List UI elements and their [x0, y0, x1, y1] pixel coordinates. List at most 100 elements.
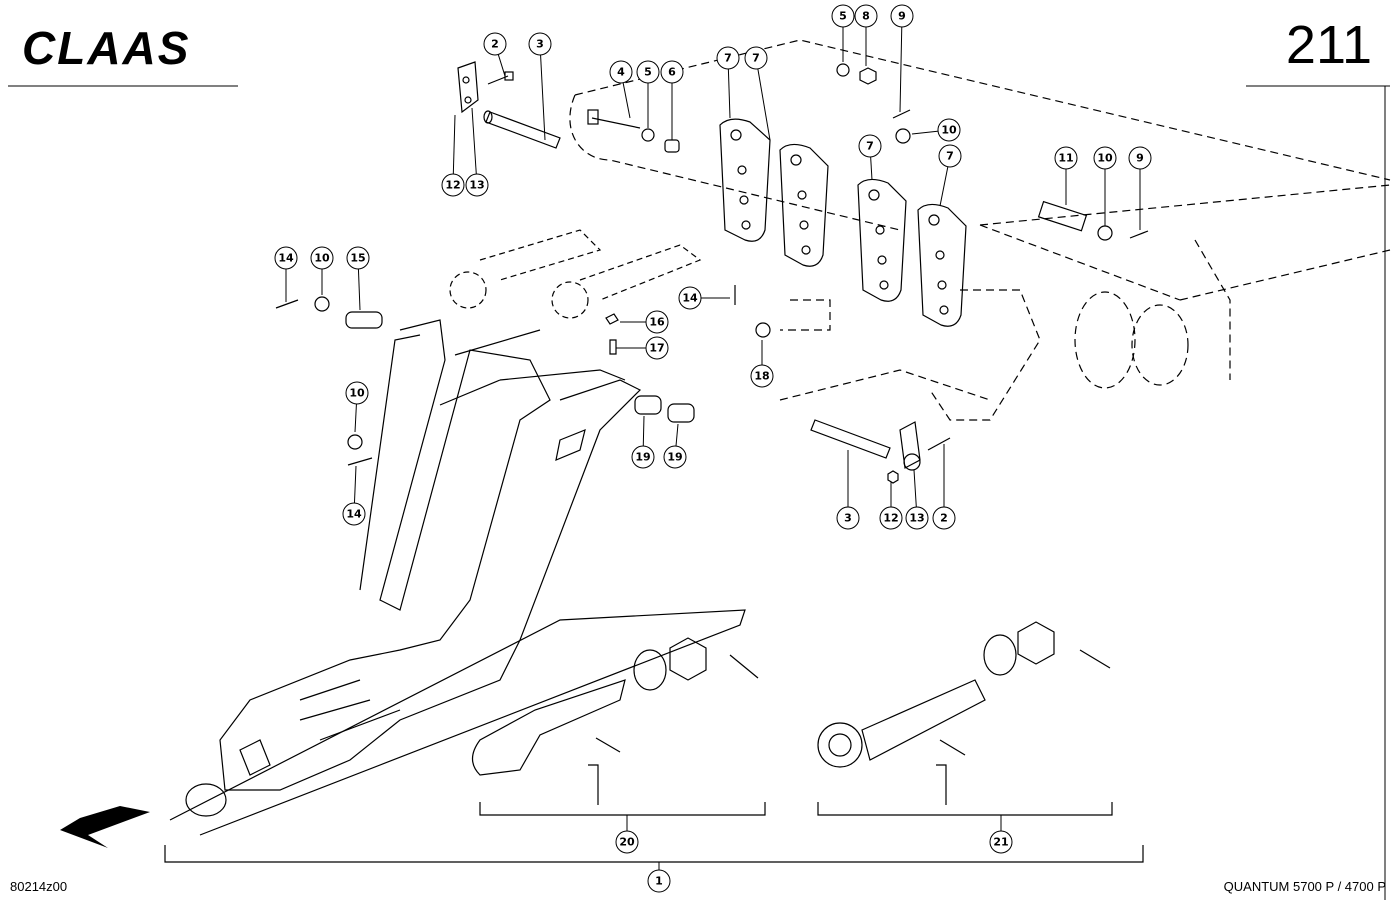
callout-bubble: [831, 4, 855, 28]
callout-13: 13: [905, 469, 929, 530]
callout-19: 19: [631, 415, 655, 469]
callout-10: 10: [1093, 146, 1117, 226]
callout-3: 3: [836, 450, 860, 530]
callout-15: 15: [346, 246, 370, 311]
callout-bubble: [645, 336, 669, 360]
callout-7: 7: [938, 144, 962, 207]
upper-bolt: [487, 71, 514, 85]
callout-bubble: [647, 869, 671, 893]
callout-number: 16: [649, 316, 665, 329]
callout-number: 21: [993, 836, 1008, 849]
callout-number: 12: [445, 179, 460, 192]
callout-bubble: [989, 830, 1013, 854]
callout-bubble: [274, 246, 298, 270]
callout-10: 10: [345, 381, 369, 433]
callout-number: 3: [536, 38, 544, 51]
upper-bracket: [457, 61, 479, 114]
callout-bubble: [932, 506, 956, 530]
callout-number: 4: [617, 66, 625, 79]
callout-bubble: [663, 445, 687, 469]
nut-top: [859, 67, 877, 85]
callout-number: 12: [883, 512, 898, 525]
callout-bubble: [310, 246, 334, 270]
callout-12: 12: [441, 114, 465, 197]
lower-pin: [810, 419, 891, 459]
callout-bubble: [441, 173, 465, 197]
callout-number: 7: [946, 150, 954, 163]
callout-number: 19: [635, 451, 650, 464]
callout-2: 2: [483, 32, 507, 77]
callout-bubble: [937, 118, 961, 142]
callout-bubble: [528, 32, 552, 56]
drawbar-eye: [185, 783, 227, 817]
lower-nut: [887, 470, 899, 484]
callout-number: 11: [1058, 152, 1073, 165]
callout-number: 14: [682, 292, 698, 305]
callout-14: 14: [342, 465, 366, 526]
callout-bubble: [483, 32, 507, 56]
callout-16: 16: [620, 310, 669, 334]
leader-line: [899, 15, 903, 113]
callout-8: 8: [854, 4, 878, 66]
callout-number: 7: [724, 52, 732, 65]
callout-bubble: [342, 502, 366, 526]
leader-line: [471, 107, 478, 186]
callout-number: 7: [752, 52, 760, 65]
lower-bolt: [927, 437, 951, 451]
callout-bubble: [1128, 146, 1152, 170]
ball-hitch-assembly: [169, 609, 766, 836]
callout-14: 14: [274, 246, 298, 302]
callout-bubble: [938, 144, 962, 168]
link-plate: [917, 203, 967, 327]
assembly-1-bracket: [164, 845, 1144, 863]
callout-number: 9: [1136, 152, 1144, 165]
callout-4: 4: [609, 60, 633, 119]
callout-number: 14: [346, 508, 362, 521]
grease-nipple: [605, 313, 619, 355]
callout-bubble: [660, 60, 684, 84]
callout-number: 17: [649, 342, 664, 355]
callout-bubble: [890, 4, 914, 28]
split-pin-left-lower: [347, 457, 373, 466]
washer-18: [755, 322, 771, 338]
callout-bubble: [636, 60, 660, 84]
callout-bubble: [346, 246, 370, 270]
callout-number: 15: [350, 252, 365, 265]
callout-18: 18: [750, 340, 774, 388]
callout-bubble: [345, 381, 369, 405]
callout-number: 10: [941, 124, 957, 137]
callout-bubble: [744, 46, 768, 70]
callout-bubble: [905, 506, 929, 530]
washer-left: [314, 296, 330, 312]
travel-direction-arrow: [60, 806, 150, 848]
callout-10: 10: [911, 118, 961, 142]
callout-13: 13: [465, 107, 489, 197]
link-plate: [719, 118, 771, 242]
washer-top: [836, 63, 850, 77]
callout-19: 19: [663, 423, 687, 469]
link-plate: [779, 143, 829, 267]
callout-bubble: [615, 830, 639, 854]
callout-9: 9: [890, 4, 914, 113]
callout-number: 2: [940, 512, 948, 525]
callout-number: 8: [862, 10, 870, 23]
callout-bubble: [750, 364, 774, 388]
callout-bubble: [631, 445, 655, 469]
callout-number: 5: [644, 66, 652, 79]
leader-line: [539, 43, 546, 141]
cylinder-outline: [449, 229, 702, 319]
callout-1: 1: [647, 862, 671, 893]
callout-bubble: [678, 286, 702, 310]
callout-number: 13: [469, 179, 484, 192]
bushing-19b: [667, 403, 695, 423]
washer-right: [895, 128, 911, 144]
leader-line: [452, 114, 456, 186]
callout-number: 5: [839, 10, 847, 23]
callout-9: 9: [1128, 146, 1152, 230]
callout-number: 10: [349, 387, 365, 400]
page-number: 211: [1285, 15, 1372, 75]
washer-left-lower: [347, 434, 363, 450]
callout-bubble: [858, 134, 882, 158]
drawbar-frame: [219, 319, 642, 791]
